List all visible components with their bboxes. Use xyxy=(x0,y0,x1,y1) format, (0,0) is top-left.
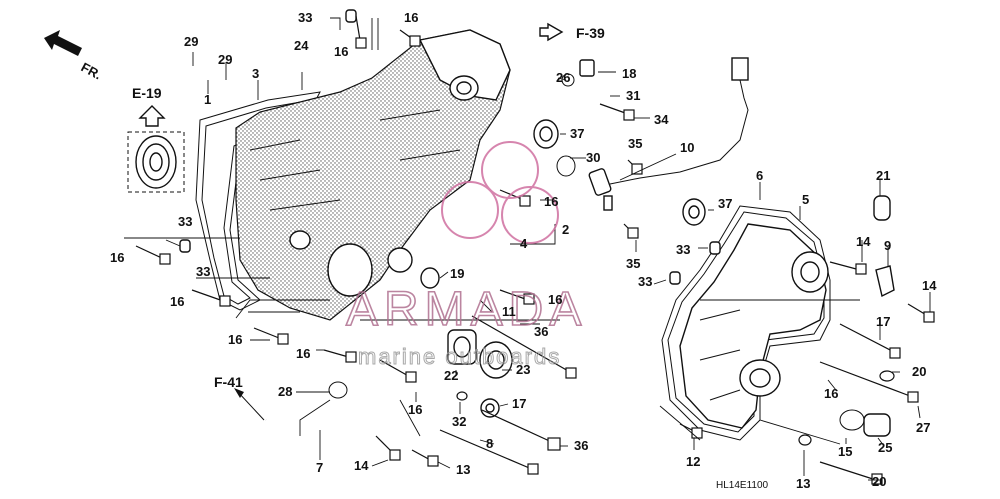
callout-26[interactable]: 26 xyxy=(556,70,570,85)
callout-29[interactable]: 29 xyxy=(184,34,198,49)
callout-25[interactable]: 15 xyxy=(838,444,852,459)
callout-8[interactable]: 7 xyxy=(316,460,323,475)
rear-cover xyxy=(679,223,829,429)
bearing-22 xyxy=(447,329,477,365)
watermark: ARMADA marine outboards xyxy=(345,141,587,370)
front-direction-arrow xyxy=(44,30,82,56)
callout-3[interactable]: 3 xyxy=(252,66,259,81)
callout-14[interactable]: 14 xyxy=(856,234,871,249)
o-ring-28 xyxy=(328,381,348,399)
callout-36[interactable]: 8 xyxy=(486,436,493,451)
callout-16[interactable]: 16 xyxy=(408,402,422,417)
callout-19[interactable]: 19 xyxy=(450,266,464,281)
callout-16[interactable]: 16 xyxy=(404,10,418,25)
callout-24[interactable]: 24 xyxy=(294,38,309,53)
callout-16[interactable]: 16 xyxy=(110,250,124,265)
oil-seal-37b xyxy=(682,198,706,226)
bolts xyxy=(135,15,935,485)
callout-1[interactable]: 1 xyxy=(204,92,211,107)
o-ring-30 xyxy=(556,155,576,177)
ref-e19[interactable]: E-19 xyxy=(132,85,162,101)
plug-7 xyxy=(839,409,891,437)
clamp-21 xyxy=(873,195,891,221)
oil-seal-37a xyxy=(533,119,559,149)
callout-37[interactable]: 37 xyxy=(718,196,732,211)
callout-33[interactable]: 33 xyxy=(676,242,690,257)
drawing-code: HL14E1100 xyxy=(716,480,769,491)
callout-16[interactable]: 16 xyxy=(548,292,562,307)
callout-13[interactable]: 14 xyxy=(354,458,369,473)
callout-37[interactable]: 37 xyxy=(570,126,584,141)
oil-seal-19 xyxy=(420,267,440,289)
callout-21[interactable]: 21 xyxy=(876,168,890,183)
callout-14[interactable]: 14 xyxy=(922,278,937,293)
callout-22[interactable]: 22 xyxy=(444,368,458,383)
washer-32 xyxy=(480,398,500,418)
callout-10[interactable]: 10 xyxy=(680,140,694,155)
callout-16[interactable]: 16 xyxy=(544,194,558,209)
callout-33[interactable]: 33 xyxy=(196,264,210,279)
watermark-brand: ARMADA xyxy=(346,283,587,336)
callout-15[interactable]: 27 xyxy=(916,420,930,435)
callout-27[interactable]: 32 xyxy=(452,414,466,429)
callout-16[interactable]: 16 xyxy=(296,346,310,361)
callout-35[interactable]: 35 xyxy=(628,136,642,151)
callout-23[interactable]: 23 xyxy=(516,362,530,377)
callout-34[interactable]: 34 xyxy=(654,112,669,127)
callout-9[interactable]: 9 xyxy=(884,238,891,253)
callout-31[interactable]: 31 xyxy=(626,88,640,103)
callout-32[interactable]: 17 xyxy=(512,396,526,411)
callout-33[interactable]: 33 xyxy=(298,10,312,25)
bearing-inset xyxy=(127,131,185,193)
leader-lines xyxy=(124,17,931,481)
callout-2[interactable]: 2 xyxy=(562,222,569,237)
callout-29[interactable]: 29 xyxy=(218,52,232,67)
callout-13[interactable]: 13 xyxy=(456,462,470,477)
callout-4[interactable]: 4 xyxy=(520,236,528,251)
callout-30[interactable]: 30 xyxy=(586,150,600,165)
callout-7[interactable]: 25 xyxy=(878,440,892,455)
callout-6[interactable]: 6 xyxy=(756,168,763,183)
ref-f39[interactable]: F-39 xyxy=(576,25,605,41)
callout-16[interactable]: 16 xyxy=(170,294,184,309)
wire-harness xyxy=(609,57,749,185)
bearing-23 xyxy=(479,341,513,379)
callout-28[interactable]: 28 xyxy=(278,384,292,399)
plug-18 xyxy=(561,59,595,87)
callout-35[interactable]: 35 xyxy=(626,256,640,271)
oil-pipe-8 xyxy=(264,377,403,449)
callout-labels: 33 16 16 24 29 29 3 1 26 18 31 34 37 35 … xyxy=(110,10,937,491)
main-crankcase xyxy=(235,29,511,321)
callout-11[interactable]: 11 xyxy=(502,304,516,319)
callout-12[interactable]: 36 xyxy=(574,438,588,453)
callout-15[interactable]: 20 xyxy=(872,474,886,489)
callout-36[interactable]: 36 xyxy=(534,324,548,339)
bracket-9 xyxy=(875,265,895,298)
callout-33[interactable]: 33 xyxy=(178,214,192,229)
callout-16[interactable]: 16 xyxy=(334,44,348,59)
callout-14[interactable]: 12 xyxy=(686,454,700,469)
callout-5[interactable]: 5 xyxy=(802,192,809,207)
callout-20[interactable]: 13 xyxy=(796,476,810,491)
dowel-33s xyxy=(179,9,721,285)
callout-33[interactable]: 33 xyxy=(638,274,652,289)
callout-20[interactable]: 20 xyxy=(912,364,926,379)
callout-17[interactable]: 16 xyxy=(824,386,838,401)
watermark-tagline: marine outboards xyxy=(358,344,561,369)
ref-f41-arrow xyxy=(234,388,265,421)
sensor-10 xyxy=(588,168,613,211)
ref-f39-arrow xyxy=(539,22,564,42)
callout-17[interactable]: 17 xyxy=(876,314,890,329)
ref-f41[interactable]: F-41 xyxy=(214,374,243,390)
ref-e19-arrow xyxy=(138,105,166,127)
callout-18[interactable]: 18 xyxy=(622,66,636,81)
fr-label: FR. xyxy=(79,59,105,82)
callout-16[interactable]: 16 xyxy=(228,332,242,347)
